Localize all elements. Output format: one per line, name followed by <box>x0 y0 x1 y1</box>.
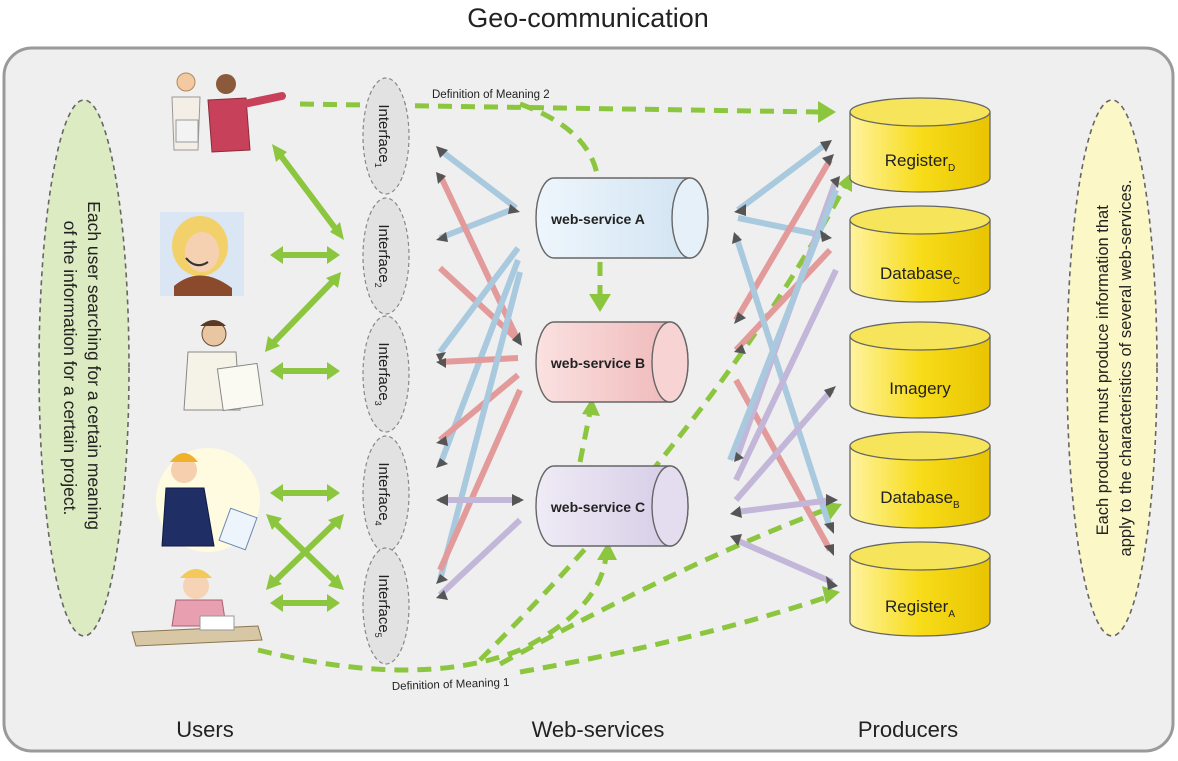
svg-text:RegisterA: RegisterA <box>885 597 955 620</box>
left-note-line-1: Each user searching for a certain meanin… <box>84 201 104 530</box>
meaning-flow-arrowheads <box>582 101 852 604</box>
interface-3-label: Interface <box>375 342 392 400</box>
interface-4-label: Interface <box>375 462 392 520</box>
meaning-1-to-register-d <box>478 182 849 662</box>
web-service-a-label: web-service A <box>550 211 645 227</box>
interface-3-sub: 3 <box>373 401 383 406</box>
web-c-to-b-flow <box>577 411 593 463</box>
producer-register-d: RegisterD <box>849 97 991 193</box>
svg-text:Interface2: Interface2 <box>373 224 392 287</box>
meaning-1-to-database-b <box>498 505 831 667</box>
interface-1-sub: 1 <box>373 163 383 168</box>
svg-text:Interface5: Interface5 <box>373 574 392 637</box>
producer-database-b-sub: B <box>953 500 960 511</box>
meaning-2-line <box>299 101 821 115</box>
user-child-writing <box>131 569 263 647</box>
producer-database-c-sub: C <box>953 276 960 287</box>
web-service-c: web-service C <box>535 465 689 547</box>
web-service-b-label: web-service B <box>550 355 645 371</box>
interface-3: Interface3 <box>362 315 410 433</box>
meaning-1-curve <box>257 555 609 673</box>
right-note-line-1: Each producer must produce information t… <box>1094 205 1112 536</box>
interface-5: Interface5 <box>362 547 410 665</box>
producer-register-a-sub: A <box>948 609 955 620</box>
svg-text:DatabaseB: DatabaseB <box>880 488 960 511</box>
interface-4: Interface4 <box>362 435 410 553</box>
user-group-pointing <box>171 72 286 153</box>
svg-text:Interface3: Interface3 <box>373 342 392 405</box>
producer-database-b: DatabaseB <box>849 431 991 529</box>
svg-text:Interface4: Interface4 <box>373 462 392 525</box>
interface-2-sub: 2 <box>373 283 383 288</box>
interface-2: Interface2 <box>362 197 410 315</box>
definition-meaning-1-label: Definition of Meaning 1 <box>392 677 510 693</box>
producer-register-a: RegisterA <box>849 541 991 637</box>
svg-text:Each user searching for a cert: Each user searching for a certain meanin… <box>60 201 104 535</box>
meaning-flows <box>257 101 849 675</box>
svg-text:Interface1: Interface1 <box>373 104 392 167</box>
web-service-a: web-service A <box>535 177 709 259</box>
producer-register-a-label: Register <box>885 597 949 616</box>
definition-meaning-2-label: Definition of Meaning 2 <box>432 89 550 101</box>
left-note-line-2: of the information for a certain project… <box>60 221 80 516</box>
svg-text:Each producer must produce inf: Each producer must produce information t… <box>1094 180 1135 557</box>
interface-1: Interface1 <box>362 77 410 195</box>
meaning-1-to-register-a <box>519 593 831 675</box>
producer-database-c: DatabaseC <box>849 205 991 303</box>
producer-imagery: Imagery <box>849 321 991 419</box>
web-service-b: web-service B <box>535 321 689 403</box>
user-interface-arrows <box>265 144 344 612</box>
left-note: Each user searching for a certain meanin… <box>38 99 130 637</box>
column-label-producers: Producers <box>858 717 958 742</box>
interface-webservice-arrows <box>437 147 523 598</box>
interface-2-label: Interface <box>375 224 392 282</box>
svg-text:DatabaseC: DatabaseC <box>880 264 960 287</box>
producer-imagery-label: Imagery <box>889 379 951 398</box>
producer-register-d-sub: D <box>948 163 955 174</box>
svg-text:RegisterD: RegisterD <box>885 151 956 174</box>
meaning-2-branch <box>519 101 601 181</box>
interface-webservice-arrowheads <box>436 146 524 600</box>
user-on-phone <box>156 448 260 552</box>
column-label-web-services: Web-services <box>532 717 665 742</box>
producer-database-b-label: Database <box>880 488 953 507</box>
right-note: Each producer must produce information t… <box>1066 99 1158 637</box>
producer-database-c-label: Database <box>880 264 953 283</box>
user-headset-operator <box>160 212 244 296</box>
right-note-line-2: apply to the characteristics of several … <box>1117 180 1135 557</box>
diagram-title: Geo-communication <box>467 3 709 33</box>
interface-1-label: Interface <box>375 104 392 162</box>
interface-4-sub: 4 <box>373 521 383 526</box>
interface-5-label: Interface <box>375 574 392 632</box>
webservice-producer-arrows <box>727 141 839 585</box>
column-label-users: Users <box>176 717 233 742</box>
user-reading-document <box>183 320 264 412</box>
web-service-c-label: web-service C <box>550 499 645 515</box>
webservice-producer-arrowheads <box>730 140 840 590</box>
producer-register-d-label: Register <box>885 151 949 170</box>
interface-5-sub: 5 <box>373 633 383 638</box>
